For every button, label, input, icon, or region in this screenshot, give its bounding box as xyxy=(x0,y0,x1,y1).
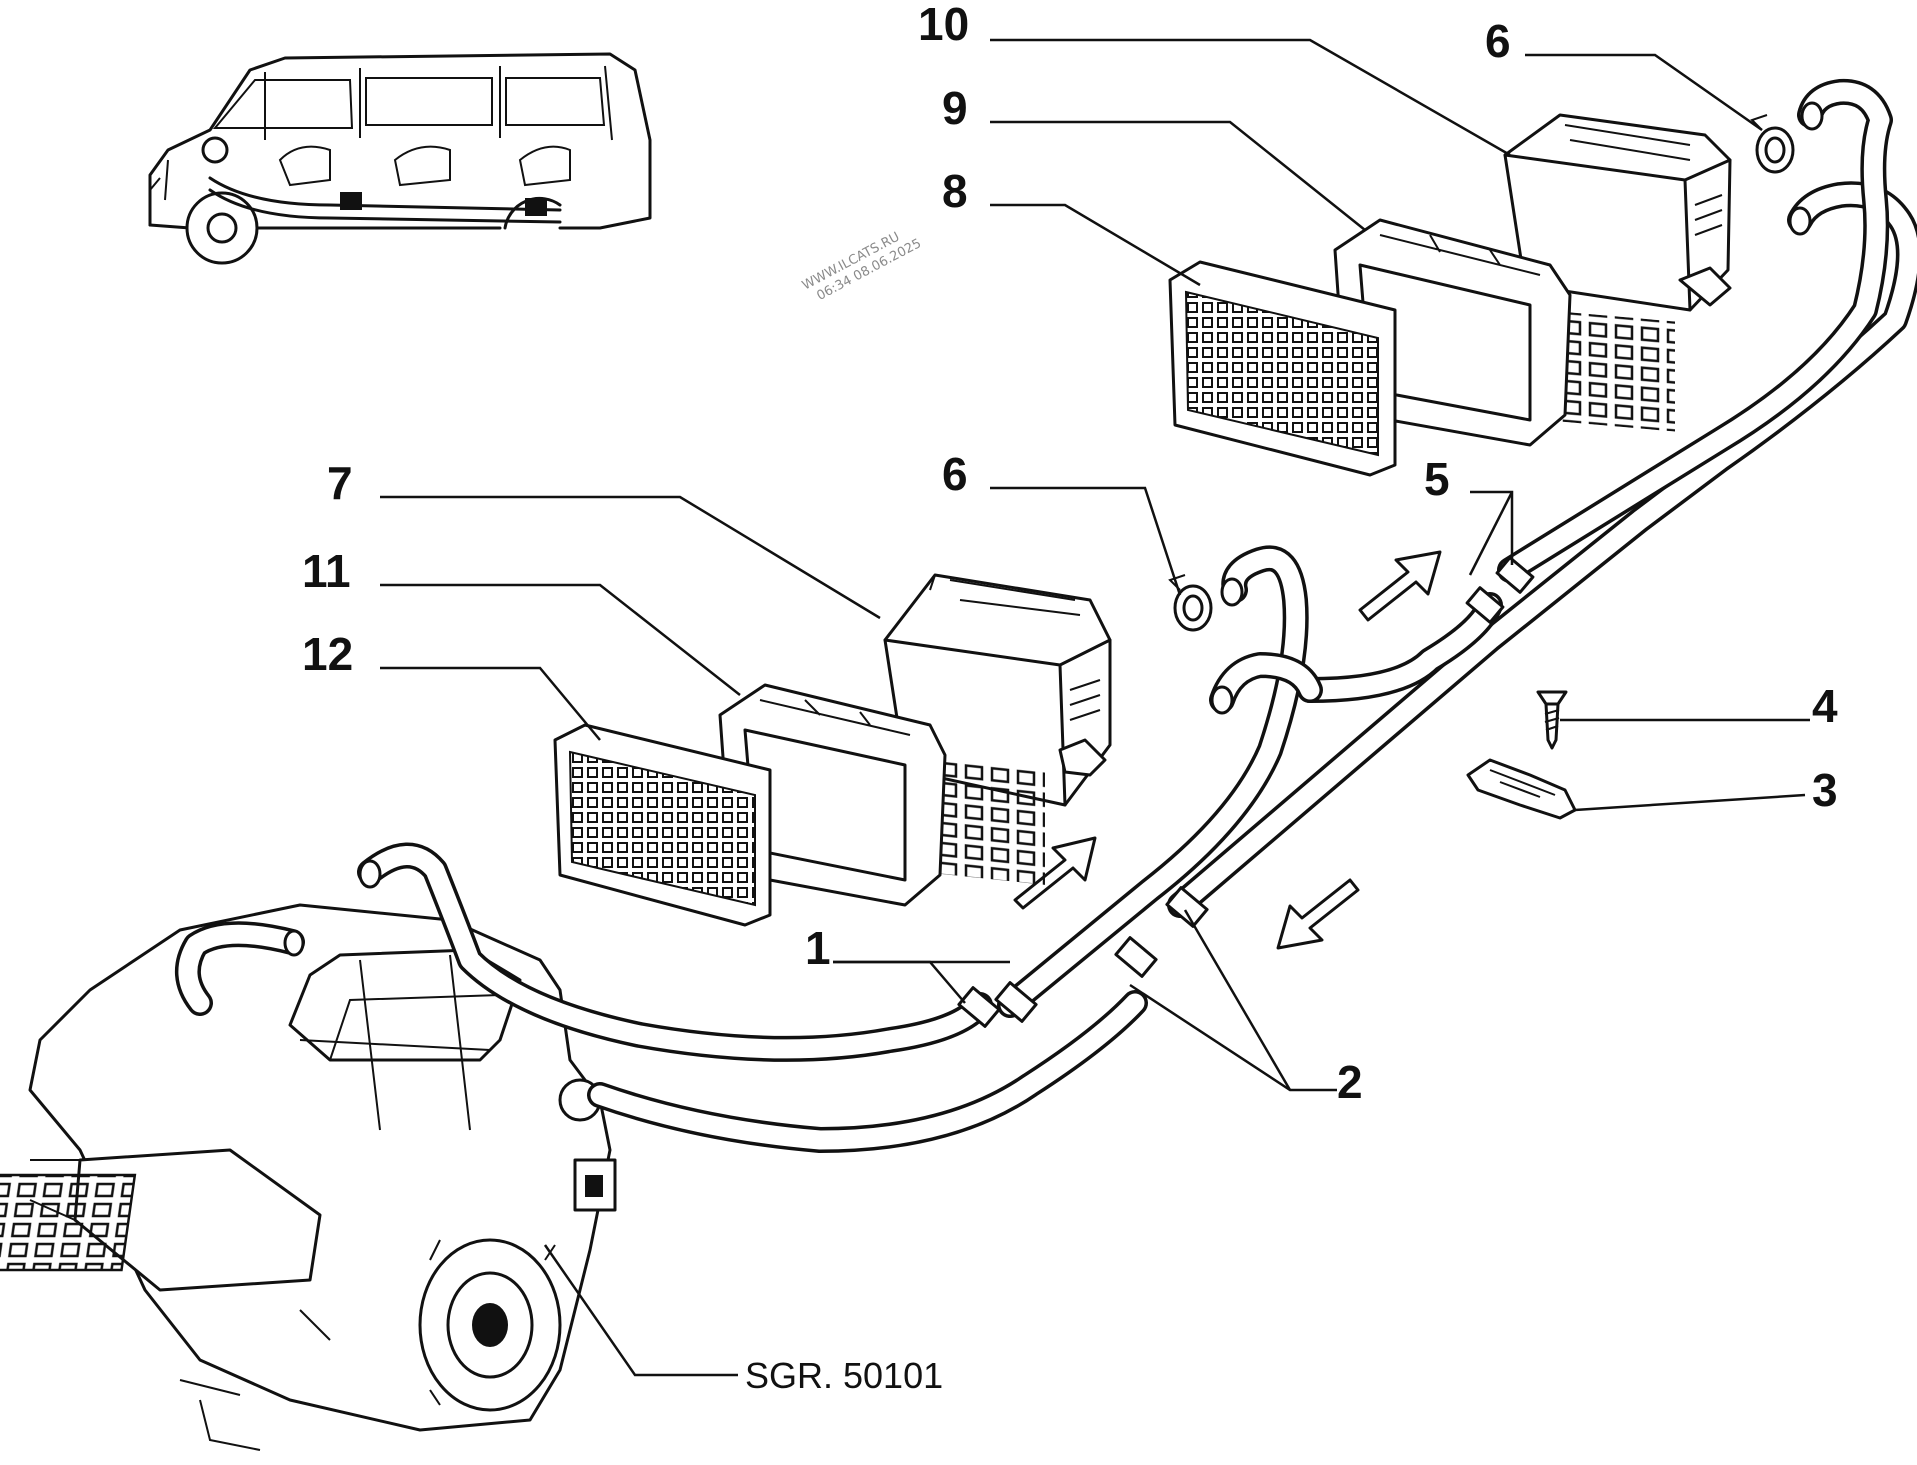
duct-hose-rear-mid xyxy=(1297,78,1893,703)
callout-6-front: 6 xyxy=(942,448,968,500)
front-vent-frame-11 xyxy=(718,683,947,907)
callout-10: 10 xyxy=(918,0,969,50)
duct-hose-front-upper xyxy=(357,842,993,1062)
duct-hose-front-lower xyxy=(587,990,1148,1153)
callout-9: 9 xyxy=(942,82,968,134)
callout-7: 7 xyxy=(327,457,353,509)
flow-arrow-rear xyxy=(1358,550,1442,622)
front-vent-grille-12 xyxy=(553,723,772,927)
heater-unit-assembly xyxy=(0,903,617,1451)
callout-12: 12 xyxy=(302,628,353,680)
callout-6-rear: 6 xyxy=(1485,15,1511,67)
callout-1: 1 xyxy=(805,922,831,974)
duct-hose-middle-riser xyxy=(997,545,1309,1018)
callout-3: 3 xyxy=(1812,764,1838,816)
flow-arrow-return xyxy=(1276,878,1360,950)
flow-arrow-front xyxy=(1013,836,1097,910)
watermark: WWW.ILCATS.RU 06:34 08.06.2025 xyxy=(800,230,924,304)
callout-2: 2 xyxy=(1337,1056,1363,1108)
van-overview-illustration xyxy=(148,52,652,265)
reference-label: SGR. 50101 xyxy=(745,1355,943,1396)
rear-vent-grille-8 xyxy=(1168,260,1397,477)
hose-clamp-rear xyxy=(1750,114,1795,174)
callout-4: 4 xyxy=(1812,680,1838,732)
clip-3 xyxy=(1466,758,1577,820)
duct-hose-middle-branch xyxy=(1209,652,1323,715)
callout-8: 8 xyxy=(942,165,968,217)
connector-sleeves xyxy=(957,556,1535,1028)
hose-clamp-front xyxy=(1168,574,1213,632)
screw-4 xyxy=(1536,690,1568,750)
leader-lines xyxy=(380,38,1810,1377)
callout-5: 5 xyxy=(1424,453,1450,505)
callout-11: 11 xyxy=(302,545,351,597)
duct-hose-rear-long xyxy=(1167,181,1917,918)
duct-hose-left-short xyxy=(174,921,305,1016)
